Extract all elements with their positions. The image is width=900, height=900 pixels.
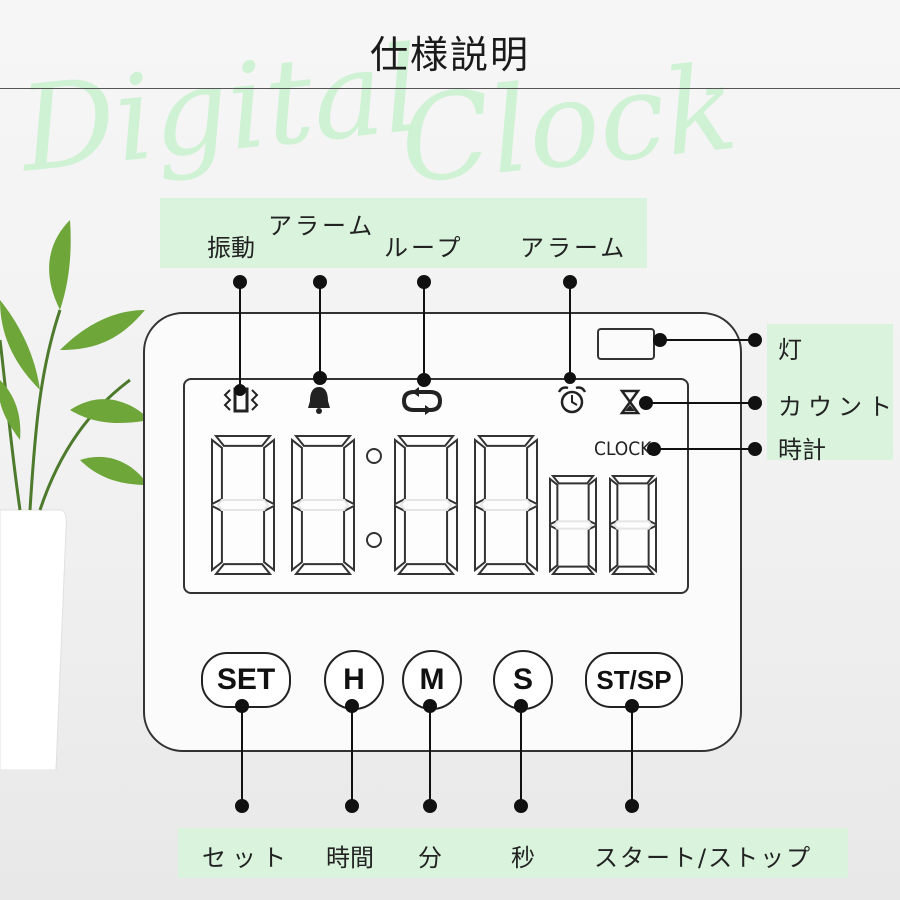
label-hour: 時間 xyxy=(326,844,374,872)
lcd-segment xyxy=(609,476,619,526)
label-light: 灯 xyxy=(778,336,802,364)
clock-mode-indicator: CLOCK xyxy=(594,438,652,460)
lcd-segment xyxy=(211,437,223,506)
lcd-segment xyxy=(399,499,453,511)
alarm-clock-icon xyxy=(557,386,587,414)
lcd-segment xyxy=(213,563,273,575)
lcd-segment xyxy=(474,437,486,506)
lcd-colon-dot xyxy=(366,532,382,548)
label-alarm-clock: アラーム xyxy=(520,234,628,262)
lcd-segment xyxy=(549,524,559,574)
lcd-segment xyxy=(396,435,456,447)
lcd-segment xyxy=(609,524,619,574)
lcd-segment xyxy=(587,524,597,574)
lcd-segment xyxy=(213,435,273,447)
lcd-segment xyxy=(553,520,593,530)
lcd-digit xyxy=(291,435,355,575)
label-count: カウント xyxy=(778,393,898,421)
lcd-segment xyxy=(396,563,456,575)
right-label-box xyxy=(767,324,893,460)
lcd-digit xyxy=(474,435,538,575)
lcd-segment xyxy=(293,435,353,447)
lcd-segment xyxy=(549,476,559,526)
label-minute: 分 xyxy=(418,844,442,872)
lcd-digit xyxy=(211,435,275,575)
lcd-digit xyxy=(609,475,657,575)
lcd-segment xyxy=(587,476,597,526)
set-button[interactable]: SET xyxy=(201,652,291,708)
bottom-label-box xyxy=(178,828,848,878)
loop-icon xyxy=(401,387,443,415)
label-set: セット xyxy=(202,844,292,872)
lcd-segment xyxy=(291,437,303,506)
lcd-segment xyxy=(647,524,657,574)
lcd-segment xyxy=(647,476,657,526)
page-title: 仕様説明 xyxy=(369,33,530,77)
lcd-segment xyxy=(216,499,270,511)
bell-icon xyxy=(308,387,330,414)
lcd-segment xyxy=(476,563,536,575)
lcd-segment xyxy=(211,504,223,573)
lcd-segment xyxy=(263,437,275,506)
lcd-segment xyxy=(474,504,486,573)
hour-button[interactable]: H xyxy=(324,650,384,710)
lcd-segment xyxy=(293,563,353,575)
lcd-segment xyxy=(610,565,656,575)
lcd-segment xyxy=(343,504,355,573)
lcd-segment xyxy=(296,499,350,511)
lcd-digit xyxy=(394,435,458,575)
label-vibrate: 振動 xyxy=(207,234,255,262)
lcd-segment xyxy=(550,565,596,575)
lcd-segment xyxy=(550,475,596,485)
label-clock: 時計 xyxy=(778,436,826,464)
lcd-segment xyxy=(476,435,536,447)
lcd-colon-dot xyxy=(366,448,382,464)
lcd-segment xyxy=(446,437,458,506)
lcd-segment xyxy=(394,504,406,573)
lcd-segment xyxy=(526,504,538,573)
lcd-segment xyxy=(343,437,355,506)
top-label-box xyxy=(160,198,647,268)
title-divider xyxy=(0,88,900,89)
lcd-digit xyxy=(549,475,597,575)
plant-image xyxy=(0,220,150,770)
label-second: 秒 xyxy=(511,844,535,872)
label-start-stop: スタート/ストップ xyxy=(594,844,813,872)
lcd-segment xyxy=(394,437,406,506)
hourglass-icon xyxy=(619,389,641,415)
lcd-segment xyxy=(610,475,656,485)
lcd-segment xyxy=(446,504,458,573)
lcd-segment xyxy=(479,499,533,511)
start-stop-button[interactable]: ST/SP xyxy=(585,652,683,708)
lcd-segment xyxy=(291,504,303,573)
minute-button[interactable]: M xyxy=(402,650,462,710)
lcd-segment xyxy=(613,520,653,530)
lcd-segment xyxy=(526,437,538,506)
lcd-segment xyxy=(263,504,275,573)
label-alarm-bell: アラーム xyxy=(268,212,376,240)
label-loop: ループ xyxy=(384,234,464,262)
